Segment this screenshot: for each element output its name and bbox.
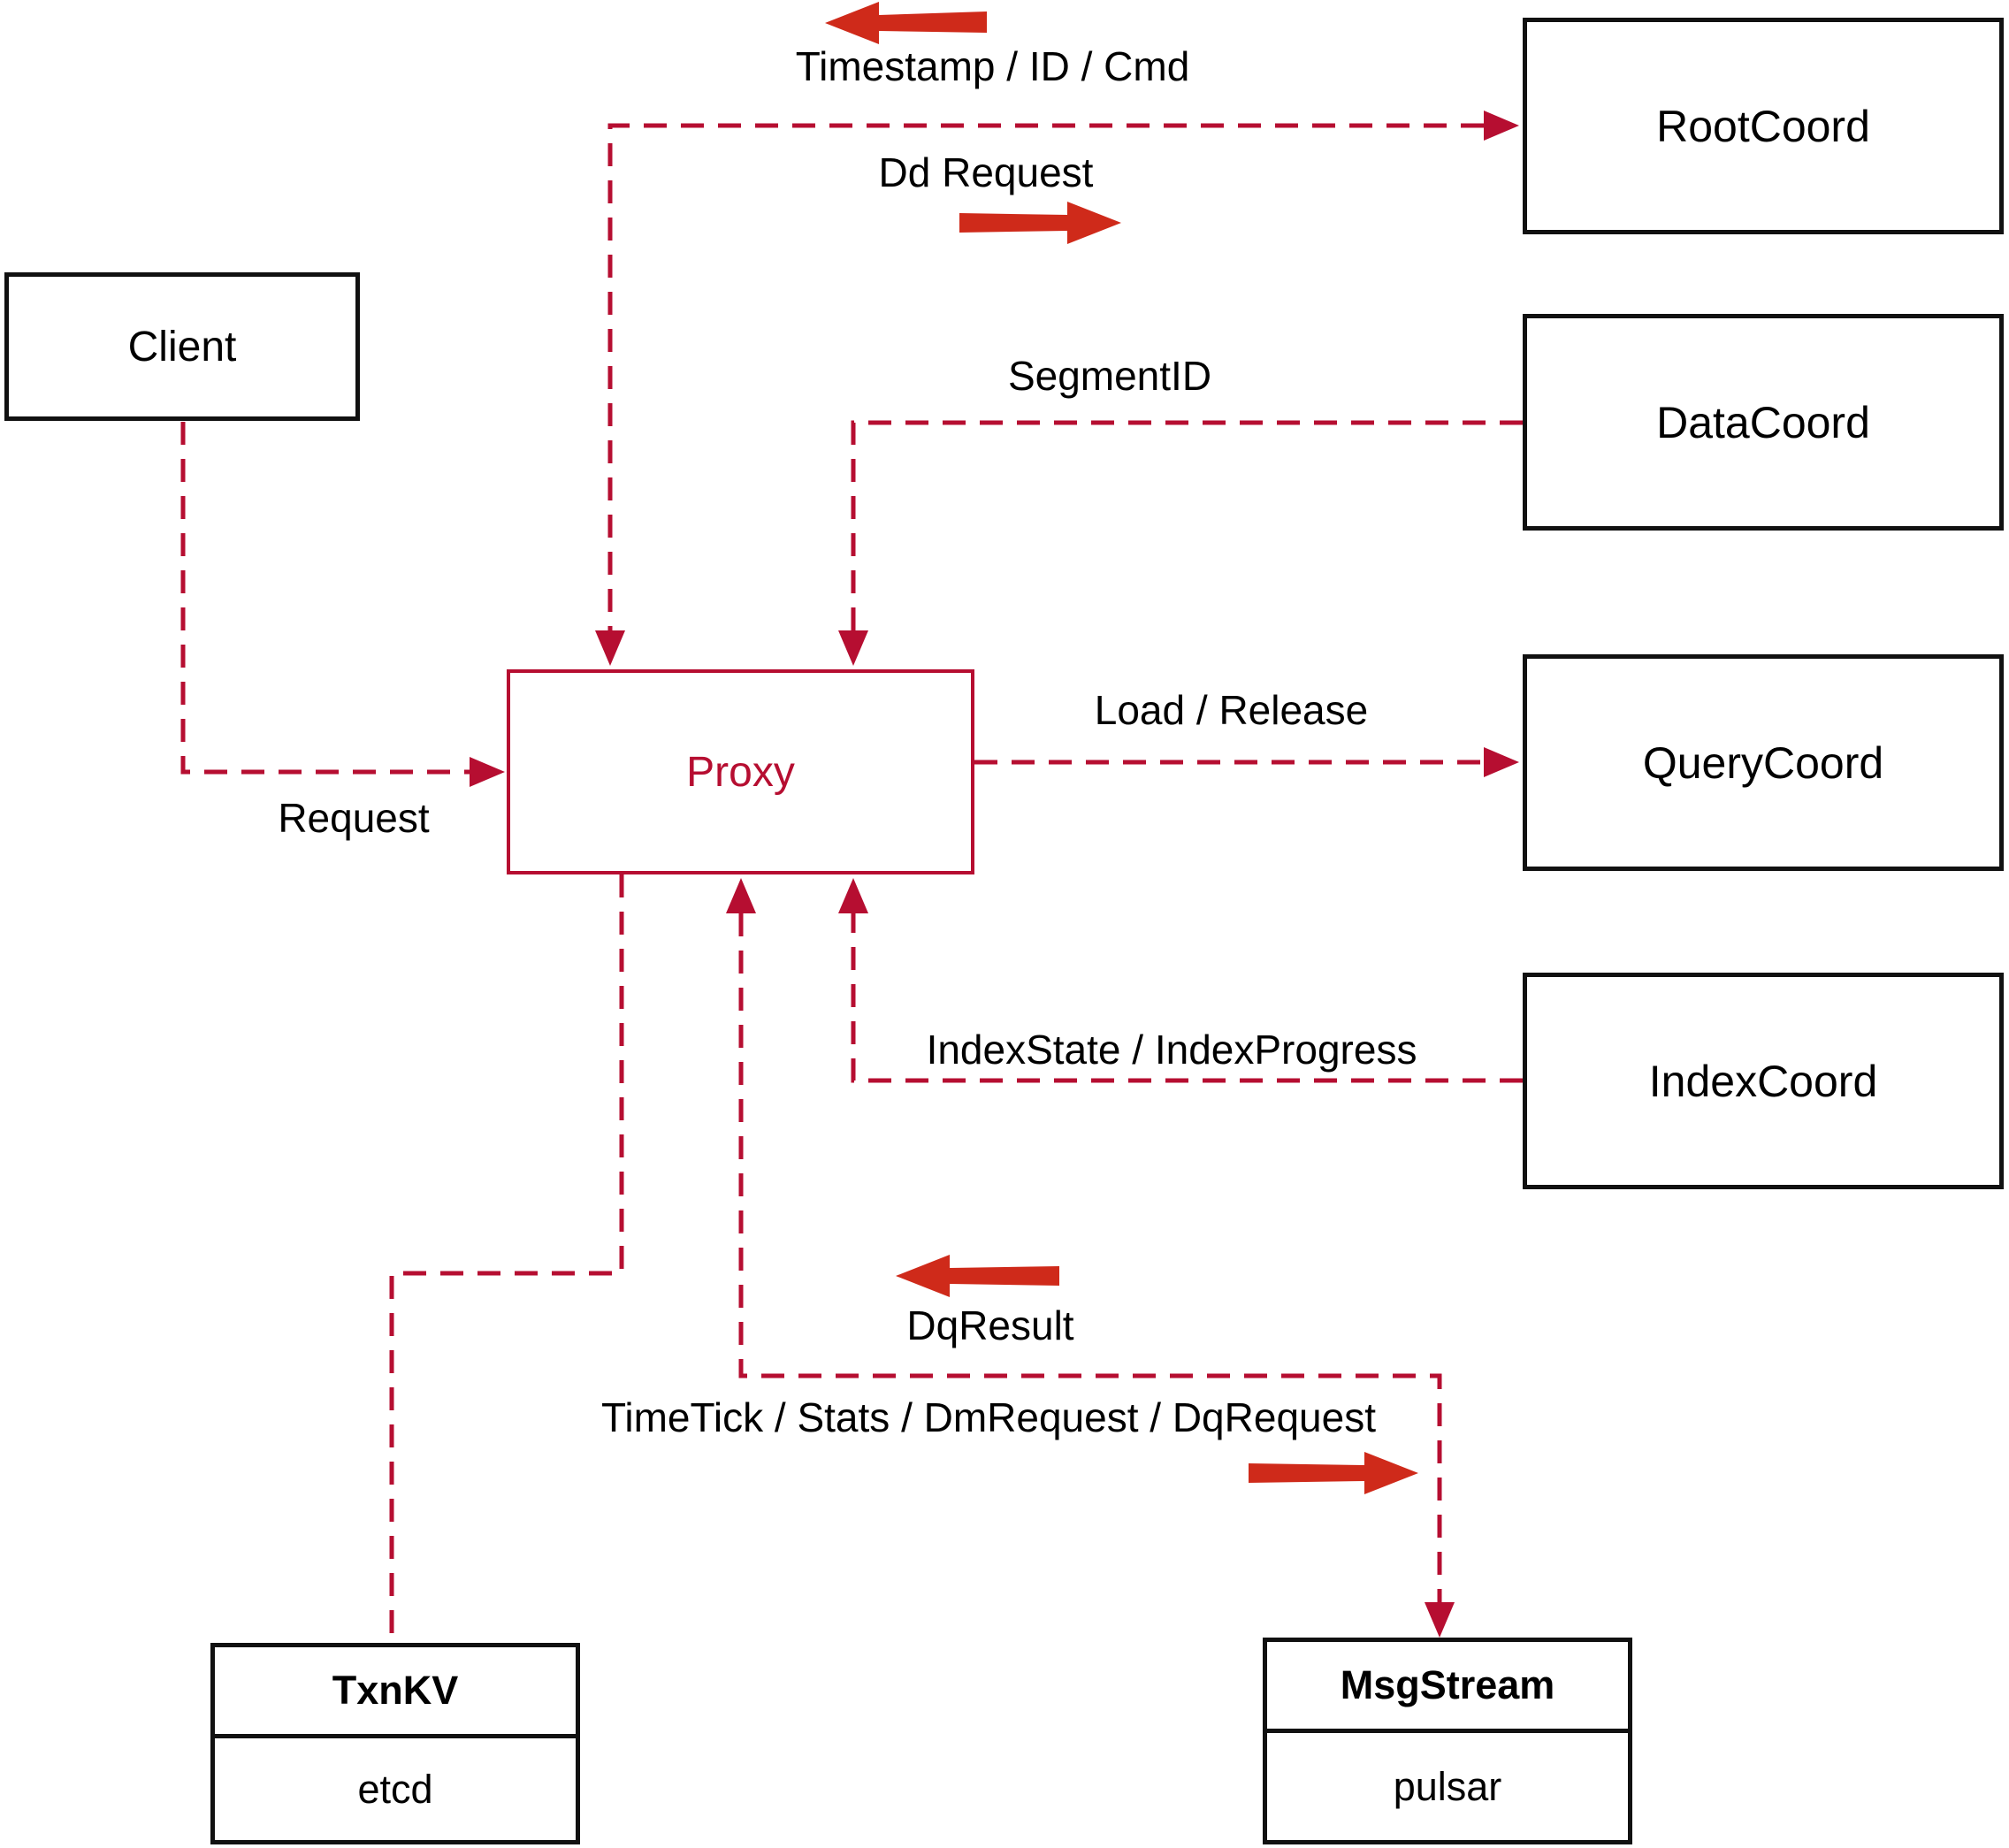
label-dd-request: Dd Request [878,149,1094,195]
dq-result-direction-arrow-left [896,1255,1059,1297]
dd-request-direction-arrow-right [959,202,1121,244]
edge-client-proxy [180,422,470,775]
arrowhead-into-rootcoord [1484,111,1519,141]
edge-proxy-rootcoord [607,123,1484,630]
arrowhead-into-proxy-bottom-center [726,878,756,913]
arrowhead-into-proxy-left [470,757,505,787]
msgstream-title: MsgStream [1267,1642,1628,1733]
label-request: Request [278,795,430,841]
querycoord-node: QueryCoord [1523,654,2004,871]
label-dq-result: DqResult [906,1302,1074,1348]
proxy-node: Proxy [507,669,974,874]
indexcoord-node: IndexCoord [1523,973,2004,1189]
rootcoord-node: RootCoord [1523,18,2004,234]
datacoord-node: DataCoord [1523,314,2004,531]
arrowhead-into-proxy-top-left [595,630,625,666]
edge-proxy-txnkv [389,874,624,1641]
arrowhead-into-proxy-bottom-right [838,878,868,913]
edge-proxy-msgstream [738,913,1442,1602]
edge-indexcoord-proxy [851,913,1523,1083]
label-timestamp-id-cmd: Timestamp / ID / Cmd [795,43,1190,89]
edge-datacoord-proxy [851,420,1523,630]
txnkv-node: TxnKV etcd [210,1643,580,1844]
dq-request-direction-arrow-right [1249,1452,1418,1494]
txnkv-title: TxnKV [215,1647,576,1738]
client-node: Client [4,272,360,421]
arrowhead-into-msgstream [1425,1602,1455,1638]
rootcoord-label: RootCoord [1656,101,1870,151]
msgstream-node: MsgStream pulsar [1263,1638,1632,1844]
msgstream-subtitle: pulsar [1393,1763,1502,1809]
datacoord-label: DataCoord [1656,397,1870,447]
arrowhead-into-proxy-top-right [838,630,868,666]
timestamp-direction-arrow-left [825,2,987,44]
arrowhead-into-querycoord [1484,747,1519,777]
label-segment-id: SegmentID [1007,353,1212,399]
indexcoord-label: IndexCoord [1648,1056,1878,1106]
querycoord-label: QueryCoord [1642,737,1884,788]
label-timetick: TimeTick / Stats / DmRequest / DqRequest [601,1394,1376,1440]
client-label: Client [127,323,237,370]
label-load-release: Load / Release [1094,687,1369,733]
txnkv-subtitle: etcd [357,1766,433,1812]
proxy-label: Proxy [686,748,795,796]
label-index-state: IndexState / IndexProgress [926,1027,1417,1073]
